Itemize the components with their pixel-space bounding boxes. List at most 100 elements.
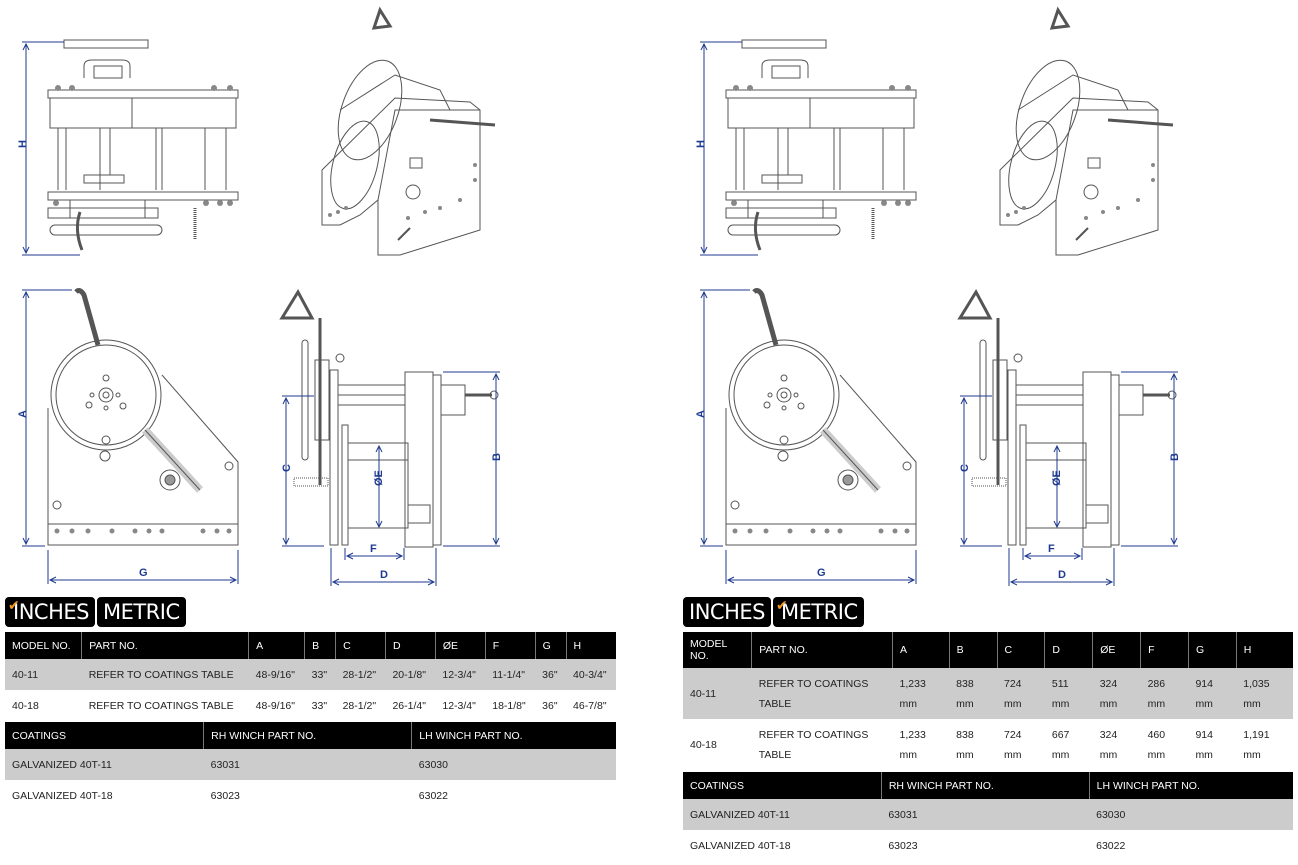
table-cell: 914 mm [1188,668,1237,719]
table-cell: 26-1/4" [392,699,426,712]
column-header: C [996,632,1045,668]
dimension-e [1053,444,1061,529]
table-cell: 40-11 [5,659,82,690]
column-header: MODEL NO. [5,632,82,659]
table-cell: 28-1/2" [342,699,377,712]
table-cell: GALVANIZED 40T-11 [5,749,204,780]
table-cell: 48-9/16" [255,699,295,712]
table-cell: 33" [304,659,336,690]
column-header: H [1235,632,1293,668]
dim-label-g: G [817,567,826,579]
table-cell: 48-9/16" [248,659,305,690]
column-header: A [892,632,950,668]
dimension-e [375,444,383,529]
dimension-b [1121,371,1178,547]
table-cell: 63030 [411,749,616,780]
checkmark-icon: ✔ [775,598,788,614]
isometric-view [999,6,1174,256]
dim-label-e: ØE [1051,470,1063,486]
dim-label-g: G [139,567,148,579]
tab-inches[interactable]: INCHES [683,597,771,627]
tab-metric[interactable]: ✔ METRIC [772,597,864,627]
tab-label: INCHES [13,600,89,624]
table-cell: 40-18 [12,699,39,712]
dimension-b [443,371,500,547]
side-view [725,288,917,546]
table-cell: 324 mm [1099,728,1118,761]
dim-label-b: B [491,453,503,461]
table-cell: 63022 [418,789,448,802]
table-cell: 33" [311,699,328,712]
table-cell: 914 mm [1195,728,1213,761]
tab-label: METRIC [780,600,858,624]
column-header: PART NO. [81,632,249,659]
table-cell: 724 mm [1004,728,1022,761]
tab-metric[interactable]: METRIC [96,597,186,627]
top-view [47,39,239,251]
table-cell: 838 mm [949,668,997,719]
table-cell: 63031 [881,799,1090,830]
dim-label-h: H [695,140,707,148]
table-cell: 36" [535,659,567,690]
metric-panel: H [678,0,1298,865]
table-cell: 838 mm [956,728,974,761]
table-cell: 63023 [210,789,240,802]
table-cell: 286 mm [1140,668,1189,719]
table-cell: 63022 [1096,839,1126,852]
dimension-a [22,289,72,547]
table-cell: REFER TO COATINGS TABLE [81,659,249,690]
column-header: B [304,632,336,659]
dimension-c [282,395,324,547]
table-cell: 1,191 mm [1243,728,1270,761]
table-cell: 460 mm [1147,728,1166,761]
table-cell: 40-3/4" [566,659,616,690]
dimension-f [344,548,405,560]
column-header: PART NO. [751,632,893,668]
dimension-g [725,550,917,584]
column-header: A [248,632,305,659]
table-cell: 667 mm [1051,728,1070,761]
column-header: F [484,632,536,659]
column-header: RH WINCH PART NO. [880,772,1090,799]
dim-label-h: H [17,140,29,148]
column-header: F [1140,632,1189,668]
column-header: H [565,632,616,659]
table-cell: REFER TO COATINGS TABLE [758,728,869,761]
table-cell: 46-7/8" [573,699,607,712]
table-cell: 1,233 mm [899,728,926,761]
column-header: LH WINCH PART NO. [1088,772,1293,799]
front-view [279,288,499,548]
column-header: LH WINCH PART NO. [411,722,616,749]
table-cell: 12-3/4" [435,659,486,690]
dim-label-d: D [1058,569,1066,581]
table-cell: GALVANIZED 40T-18 [12,789,113,802]
column-header: COATINGS [5,722,204,749]
dimension-c [960,395,1002,547]
checkmark-icon: ✔ [8,598,20,614]
tab-inches[interactable]: ✔ INCHES [5,597,95,627]
table-cell: 40-11 [683,668,752,719]
top-view [725,39,917,251]
column-header: D [384,632,436,659]
table-cell: 11-1/4" [485,659,536,690]
column-header: G [1187,632,1237,668]
table-cell: 1,233 mm [892,668,950,719]
unit-tabs: ✔ INCHES METRIC [5,597,186,627]
table-cell: 1,035 mm [1236,668,1293,719]
dim-label-d: D [380,569,388,581]
